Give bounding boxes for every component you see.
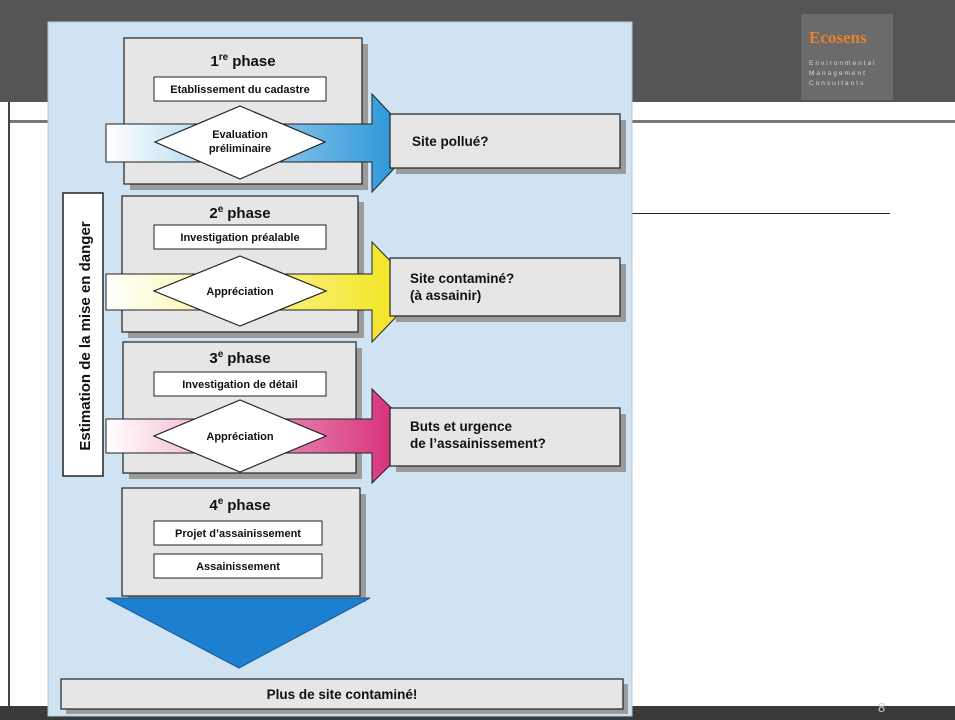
task-box <box>153 371 327 397</box>
decision-label: Appréciation <box>206 431 274 443</box>
final-down-arrow <box>105 597 371 669</box>
task-box <box>153 76 327 102</box>
decision-diamond-2 <box>152 255 328 327</box>
left-border <box>8 102 10 706</box>
brand-logo: Ecosens Environmental Management Consult… <box>801 14 893 100</box>
brand-tagline-line: Environmental <box>809 60 877 67</box>
result-box-1 <box>389 113 626 174</box>
brand-tagline-line: Consultants <box>809 80 866 87</box>
task-label: Assainissement <box>196 561 280 573</box>
brand-name: Ecosens <box>809 28 867 47</box>
task-label: Investigation de détail <box>182 379 298 391</box>
task-box <box>153 520 323 546</box>
title-underline <box>620 213 890 214</box>
decision-label: Appréciation <box>206 286 274 298</box>
result-box-3 <box>389 407 626 472</box>
task-label: Projet d’assainissement <box>175 528 301 540</box>
result-label: de l’assainissement? <box>410 436 546 451</box>
side-label-box <box>62 192 104 477</box>
brand-tagline-line: Management <box>809 70 867 77</box>
result-box-2 <box>389 257 626 322</box>
task-label: Etablissement du cadastre <box>170 84 309 96</box>
task-box <box>153 224 327 250</box>
decision-diamond-3 <box>152 399 328 473</box>
final-result-bar <box>60 678 628 714</box>
decision-label: préliminaire <box>209 143 271 155</box>
result-label: (à assainir) <box>410 288 481 303</box>
task-box <box>153 553 323 579</box>
page-number: 8 <box>878 700 886 715</box>
result-label: Buts et urgence <box>410 419 513 434</box>
side-label: Estimation de la mise en danger <box>77 221 94 450</box>
final-result-label: Plus de site contaminé! <box>267 687 418 702</box>
decision-label: Evaluation <box>212 129 268 141</box>
result-label: Site contaminé? <box>410 271 514 286</box>
result-label: Site pollué? <box>412 134 489 149</box>
task-label: Investigation préalable <box>180 232 299 244</box>
decision-diamond-1 <box>153 105 327 180</box>
